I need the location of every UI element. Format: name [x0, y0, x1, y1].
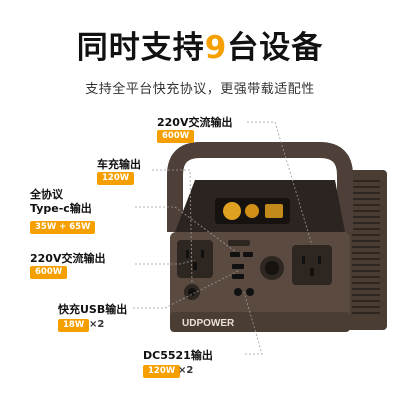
feature-dc-badge: 120W: [143, 365, 181, 378]
brand-logo: UDPOWER: [182, 318, 235, 329]
usb-port-2: [232, 274, 244, 279]
feature-dc-multiplier: ×2: [178, 365, 194, 376]
headline-pre: 同时支持: [76, 30, 205, 66]
typec-port-2: [243, 252, 253, 257]
feature-usb-title: 快充USB输出: [58, 303, 128, 316]
headline: 同时支持9台设备: [0, 22, 400, 67]
dc-port-2: [246, 288, 254, 296]
headline-number: 9: [204, 30, 228, 66]
ac-outlet-left: [177, 240, 213, 278]
callout-line-usb: [133, 270, 239, 309]
ac-outlet-right: [292, 245, 332, 285]
feature-typec-badge: 35W + 65W: [30, 221, 96, 234]
callout-line-car: [152, 169, 193, 285]
callout-line-ac-left: [135, 259, 196, 265]
headline-post: 台设备: [227, 30, 324, 66]
feature-ac-left-badge: 600W: [30, 266, 68, 279]
feature-car-badge: 120W: [97, 172, 135, 185]
usb-port-1: [232, 264, 244, 269]
feature-ac-left-title: 220V交流输出: [30, 252, 106, 265]
feature-typec-title-2: Type-c输出: [30, 202, 92, 215]
callout-line-typec: [135, 206, 237, 253]
feature-ac-top-badge: 600W: [157, 130, 195, 143]
typec-port-1: [230, 252, 240, 257]
callout-line-dc: [243, 291, 263, 355]
feature-typec-title-1: 全协议: [30, 188, 63, 201]
feature-ac-top-title: 220V交流输出: [157, 116, 233, 129]
subtitle: 支持全平台快充协议，更强带载适配性: [85, 82, 315, 97]
feature-usb-multiplier: ×2: [89, 319, 105, 330]
feature-car-title: 车充输出: [97, 158, 141, 171]
dc-port-1: [234, 288, 242, 296]
callout-line-ac-top: [247, 121, 313, 246]
feature-dc-title: DC5521输出: [143, 349, 213, 362]
feature-usb-badge: 18W: [58, 319, 90, 332]
